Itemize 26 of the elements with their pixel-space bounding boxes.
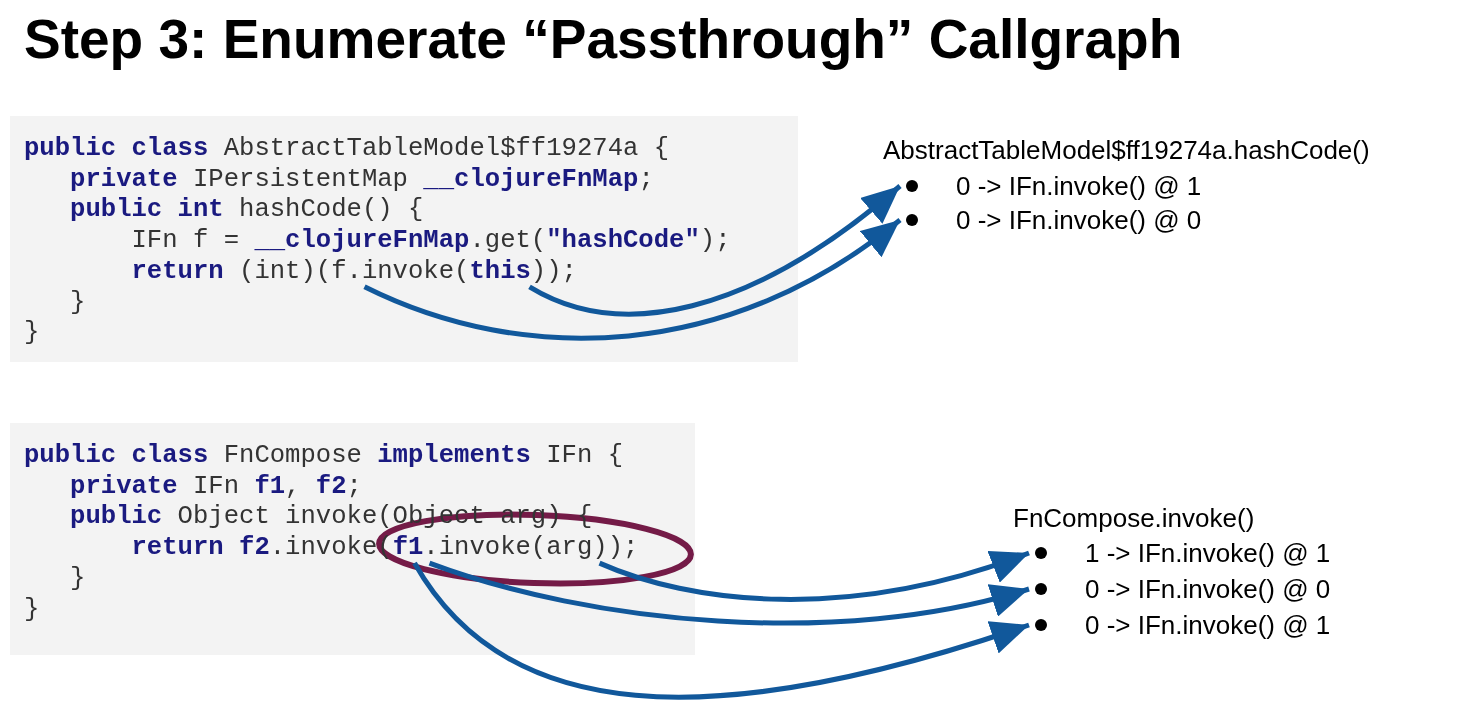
code-line: private IFn f1, f2; [70,471,362,502]
code-panel [10,116,798,362]
curved-arrow [598,549,1030,602]
callgraph-entry: 0 -> IFn.invoke() @ 0 [1085,573,1331,605]
code-line: public class AbstractTableModel$ff19274a { [24,134,670,164]
code-line: } [24,318,40,349]
callgraph-heading: FnCompose.invoke() [1013,502,1255,534]
callgraph-entry: 0 -> IFn.invoke() @ 0 [956,204,1202,236]
code-line: return (int)(f.invoke(this)); [131,256,577,287]
slide-title: Step 3: Enumerate “Passthrough” Callgraph [24,7,1183,72]
callgraph-entry: 0 -> IFn.invoke() @ 1 [956,170,1202,202]
code-line: public class FnCompose implements IFn { [24,441,623,471]
code-line: } [70,287,86,318]
curved-arrow [363,218,902,341]
curved-arrow [528,184,902,317]
callgraph-entry: 1 -> IFn.invoke() @ 1 [1085,537,1331,569]
callgraph-entry: 0 -> IFn.invoke() @ 1 [1085,609,1331,641]
code-line: } [24,594,40,625]
code-panel [10,423,695,655]
curved-arrow [428,560,1030,626]
code-line: private IPersistentMap __clojureFnMap; [70,164,654,195]
curved-arrow [412,561,1030,700]
code-line: } [70,563,86,594]
callgraph-heading: AbstractTableModel$ff19274a.hashCode() [883,134,1370,166]
code-line: public int hashCode() { [70,195,424,226]
code-line: IFn f = __clojureFnMap.get("hashCode"); [131,226,731,257]
